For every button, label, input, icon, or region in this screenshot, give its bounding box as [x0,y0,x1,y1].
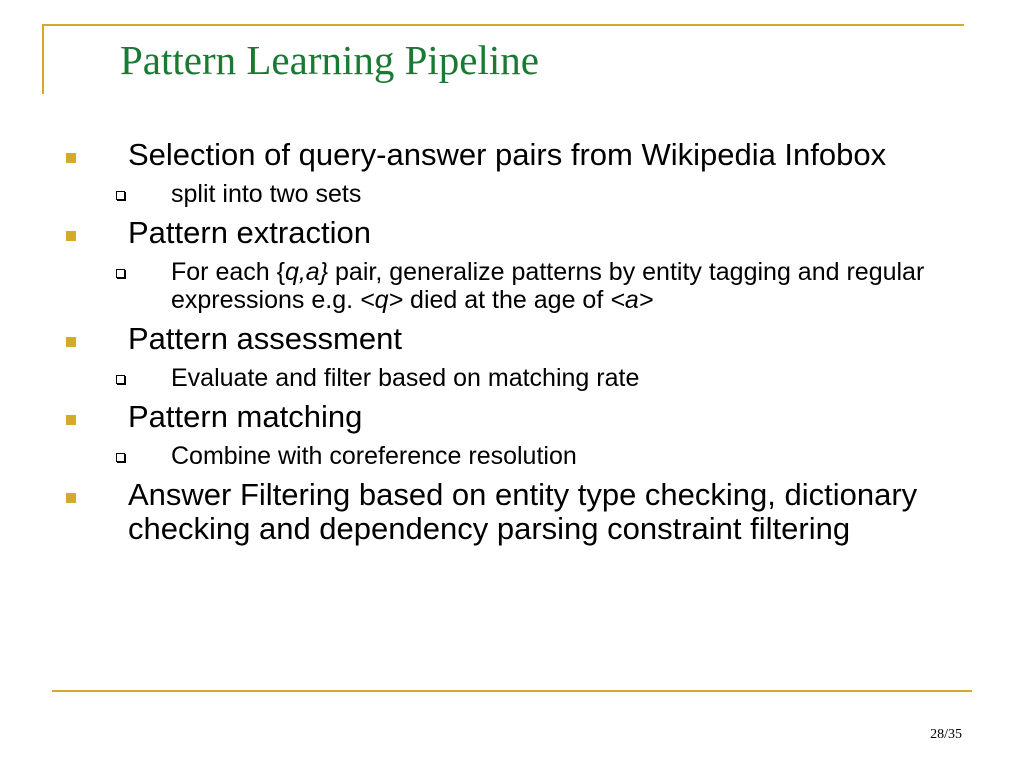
hollow-square-bullet-icon [116,375,125,384]
bullet-item: Pattern extraction [0,216,1024,250]
bullet-item: Pattern assessment [0,322,1024,356]
square-bullet-icon [66,337,76,347]
bullet-item: Pattern matching [0,400,1024,434]
bullet-text: Pattern matching [128,399,363,434]
bullet-item: Selection of query-answer pairs from Wik… [0,138,1024,172]
bullet-text: Pattern extraction [128,215,371,250]
bottom-frame-line [52,690,972,692]
sub-bullet-text: For each {q,a} pair, generalize patterns… [171,258,925,314]
page-number: 28/35 [930,727,962,742]
sub-bullet-item: Evaluate and filter based on matching ra… [0,364,1024,392]
sub-bullet-text: split into two sets [171,180,362,208]
sub-bullet-item: Combine with coreference resolution [0,442,1024,470]
sub-bullet-text: Combine with coreference resolution [171,442,577,470]
square-bullet-icon [66,415,76,425]
square-bullet-icon [66,493,76,503]
bullet-item: Answer Filtering based on entity type ch… [0,478,1024,546]
sub-bullet-item: For each {q,a} pair, generalize patterns… [0,258,1024,314]
square-bullet-icon [66,231,76,241]
hollow-square-bullet-icon [116,453,125,462]
bullet-text: Answer Filtering based on entity type ch… [128,477,918,546]
top-frame-line [44,24,964,26]
bullet-list: Selection of query-answer pairs from Wik… [0,138,1024,546]
hollow-square-bullet-icon [116,191,125,200]
hollow-square-bullet-icon [116,269,125,278]
slide-title: Pattern Learning Pipeline [120,37,539,83]
bullet-text: Selection of query-answer pairs from Wik… [128,137,887,172]
square-bullet-icon [66,153,76,163]
sub-bullet-item: split into two sets [0,180,1024,208]
sub-bullet-text: Evaluate and filter based on matching ra… [171,364,640,392]
left-frame-line [42,24,44,94]
bullet-text: Pattern assessment [128,321,402,356]
